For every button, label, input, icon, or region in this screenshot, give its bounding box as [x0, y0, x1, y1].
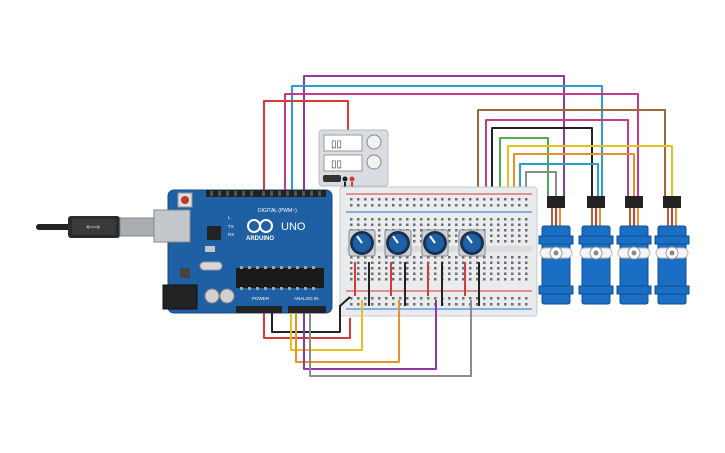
wires-top — [263, 75, 673, 197]
wire-gray-bottom — [309, 300, 472, 377]
wire-cyan2-top — [519, 163, 599, 197]
wire-green-top — [499, 137, 549, 197]
l-label: L — [228, 215, 231, 220]
wires-bottom — [263, 296, 472, 377]
power-header — [236, 306, 282, 313]
analog-label: ANALOG IN — [294, 296, 319, 301]
wire-black-bottom — [271, 296, 351, 333]
capacitor-1 — [204, 288, 220, 304]
digital-header — [206, 190, 326, 197]
usb-chip — [207, 226, 221, 240]
wire-orange-bottom — [295, 300, 400, 363]
wire-cyan-top — [291, 85, 603, 197]
potentiometer[interactable] — [384, 229, 412, 257]
ps-display-bottom — [323, 154, 363, 172]
arduino-logo: ARDUINO UNO — [246, 219, 306, 242]
rx-label: RX — [228, 232, 234, 237]
arduino-uno[interactable]: DIGITAL (PWM~) ARDUINO UNO TX RX L — [153, 189, 333, 314]
wire-red-bottom — [263, 313, 351, 339]
power-jack — [162, 284, 198, 310]
ps-display-top — [323, 134, 363, 152]
servos — [538, 196, 690, 305]
wire-purple-top — [303, 75, 565, 197]
analog-header — [288, 306, 326, 313]
servo-motor[interactable] — [538, 196, 574, 305]
brand-label: ARDUINO — [246, 236, 274, 242]
capacitor-2 — [219, 288, 235, 304]
power-label: POWER — [252, 296, 270, 301]
wire-magenta2-top — [485, 119, 629, 197]
ps-knob-bottom — [366, 154, 382, 170]
wire-black-top — [491, 127, 593, 197]
ps-knob-top — [366, 134, 382, 150]
wire-yellow-bottom — [290, 300, 363, 351]
servo-motor[interactable] — [654, 196, 690, 305]
potentiometer[interactable] — [458, 229, 486, 257]
wire-yellow-top — [507, 145, 673, 197]
svg-text:⟷: ⟷ — [86, 222, 100, 233]
wire-gray-top — [525, 171, 557, 197]
wire-purple-bottom — [303, 300, 437, 370]
crystal — [199, 261, 223, 271]
usb-jack — [153, 209, 191, 243]
svg-text:▯▯: ▯▯ — [331, 159, 342, 170]
microcontroller-chip — [236, 268, 324, 288]
wire-orange-top — [513, 153, 635, 197]
potentiometer[interactable] — [421, 229, 449, 257]
model-label: UNO — [281, 221, 306, 233]
breadboard-wires — [354, 262, 480, 306]
tx-label: TX — [228, 224, 234, 229]
potentiometer[interactable] — [348, 229, 376, 257]
svg-text:▯▯: ▯▯ — [331, 139, 342, 150]
wire-brown-top — [477, 109, 666, 197]
power-supply[interactable]: ▯▯ ▯▯ — [318, 129, 389, 187]
servo-motor[interactable] — [578, 196, 614, 305]
potentiometers — [348, 229, 486, 257]
servo-motor[interactable] — [616, 196, 652, 305]
digital-label: DIGITAL (PWM~) — [258, 208, 297, 214]
